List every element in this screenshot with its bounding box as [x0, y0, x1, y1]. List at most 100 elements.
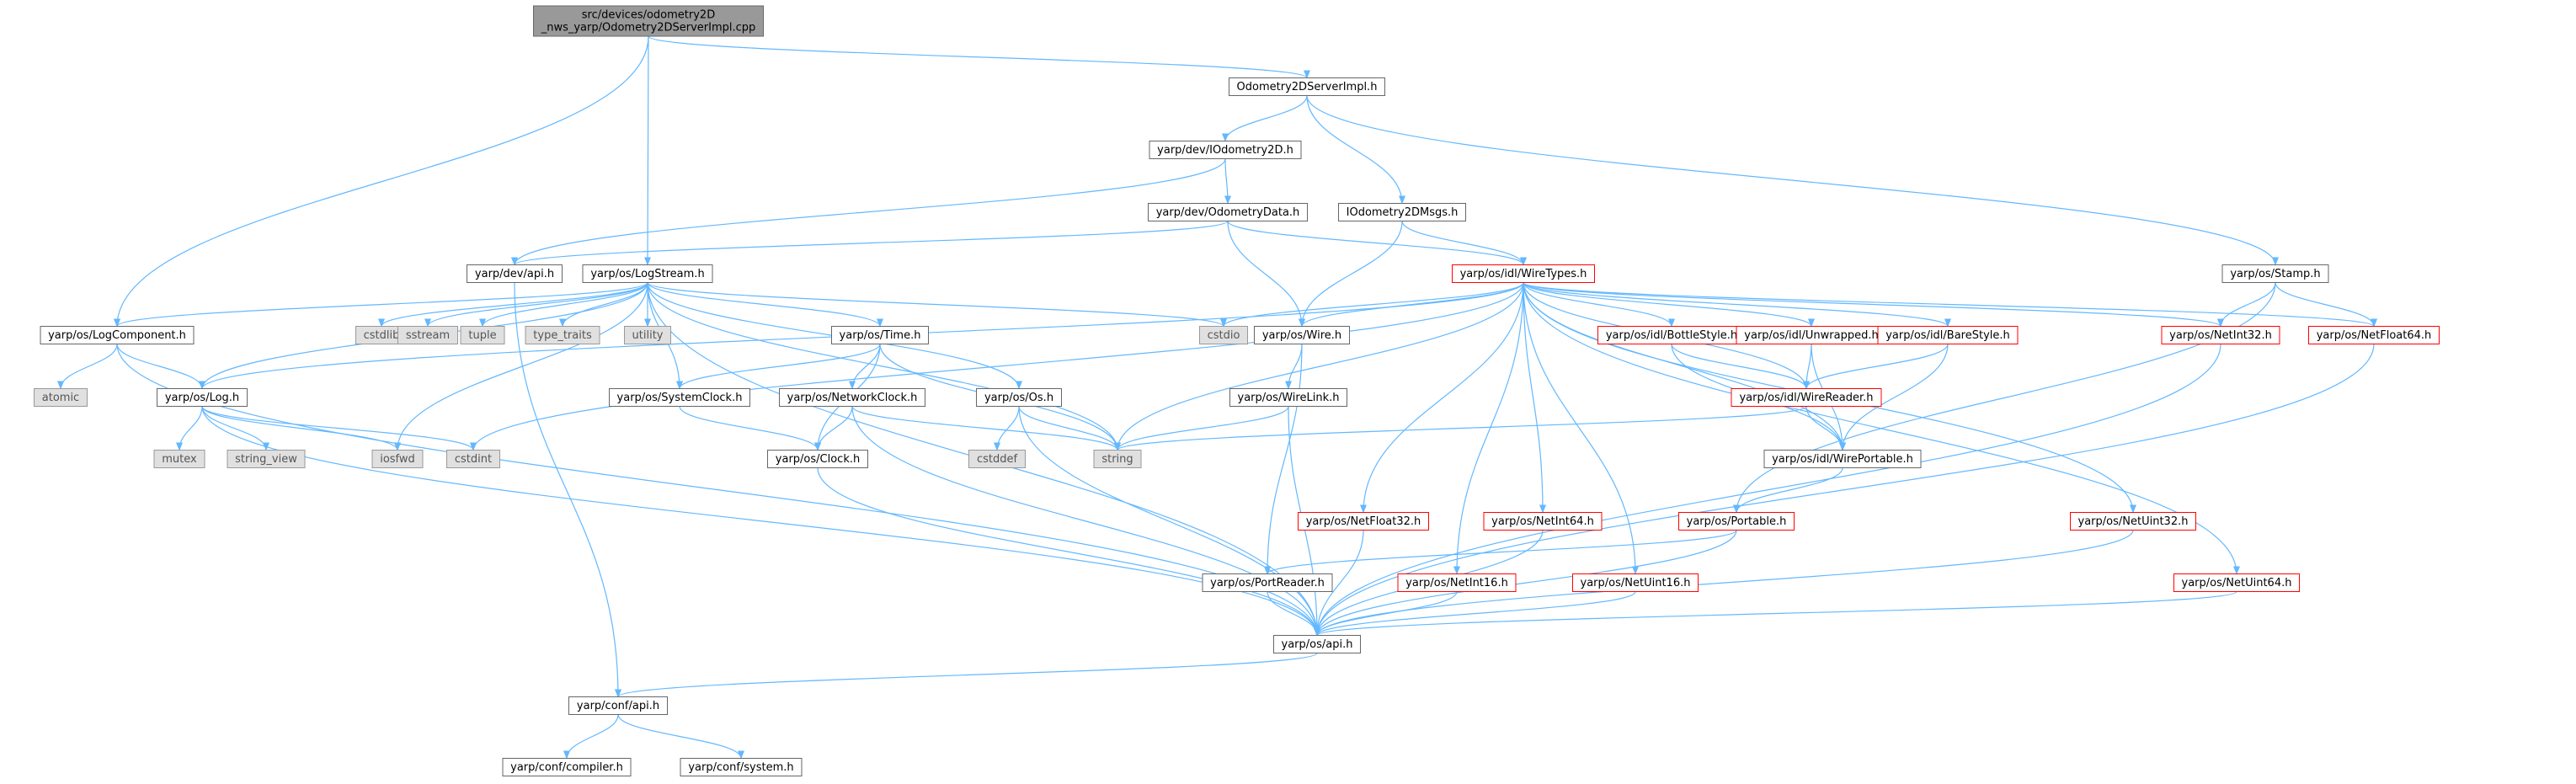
node-stringview[interactable]: string_view — [227, 450, 306, 468]
node-netint32[interactable]: yarp/os/NetInt32.h — [2161, 326, 2280, 344]
node-box — [1148, 203, 1308, 221]
node-typetraits[interactable]: type_traits — [525, 326, 600, 344]
node-label: yarp/os/NetFloat64.h — [2317, 329, 2432, 342]
node-portreader[interactable]: yarp/os/PortReader.h — [1202, 573, 1333, 592]
node-stamp[interactable]: yarp/os/Stamp.h — [2221, 264, 2329, 283]
node-cstdint[interactable]: cstdint — [446, 450, 500, 468]
edge-odata-to-wiretypes — [1227, 221, 1527, 266]
node-box — [568, 696, 668, 715]
node-cstdlib[interactable]: cstdlib — [355, 326, 408, 344]
node-netuint32[interactable]: yarp/os/NetUint32.h — [2070, 512, 2196, 531]
node-label: yarp/os/NetFloat32.h — [1306, 515, 1421, 528]
edge-logstream-to-typetraits — [559, 282, 648, 328]
node-devapi[interactable]: yarp/dev/api.h — [467, 264, 563, 283]
node-label: yarp/os/Wire.h — [1262, 329, 1341, 342]
edge-wiretypes-to-barestyle — [1523, 281, 1951, 328]
node-wire[interactable]: yarp/os/Wire.h — [1254, 326, 1350, 344]
node-logcomp[interactable]: yarp/os/LogComponent.h — [40, 326, 195, 344]
edge-netint16-to-osapi — [1314, 591, 1458, 637]
node-label: yarp/conf/compiler.h — [510, 761, 623, 774]
node-barestyle[interactable]: yarp/os/idl/BareStyle.h — [1877, 326, 2019, 344]
node-clock[interactable]: yarp/os/Clock.h — [767, 450, 868, 468]
node-label: string_view — [235, 453, 297, 466]
edge-line — [2217, 282, 2276, 328]
node-sysclock[interactable]: yarp/os/SystemClock.h — [609, 388, 750, 407]
edge-line — [394, 282, 648, 451]
node-cstddef[interactable]: cstddef — [968, 450, 1026, 468]
node-netint64[interactable]: yarp/os/NetInt64.h — [1483, 512, 1603, 531]
edge-wirereader-to-wireportable — [1805, 406, 1846, 451]
edge-line — [176, 406, 203, 451]
edge-log-to-cstdint — [201, 406, 477, 451]
edge-wiretypes-to-netint32 — [1523, 281, 2224, 328]
node-box — [976, 388, 1062, 407]
node-netfloat32[interactable]: yarp/os/NetFloat32.h — [1298, 512, 1429, 531]
node-label: yarp/dev/api.h — [475, 268, 554, 280]
node-wiretypes[interactable]: yarp/os/idl/WireTypes.h — [1452, 264, 1595, 283]
node-string[interactable]: string — [1093, 450, 1142, 468]
node-netfloat64[interactable]: yarp/os/NetFloat64.h — [2308, 326, 2440, 344]
node-iosfwd[interactable]: iosfwd — [371, 450, 424, 468]
edge-line — [1803, 344, 1949, 390]
node-label: yarp/os/api.h — [1282, 638, 1353, 651]
node-srvimpl[interactable]: Odometry2DServerImpl.h — [1229, 77, 1385, 96]
node-osapi[interactable]: yarp/os/api.h — [1273, 635, 1361, 653]
node-box — [609, 388, 750, 407]
node-atomic[interactable]: atomic — [34, 388, 88, 407]
node-mutex[interactable]: mutex — [153, 450, 205, 468]
node-label: yarp/conf/system.h — [688, 761, 793, 774]
node-label: yarp/os/NetInt64.h — [1491, 515, 1594, 528]
node-root[interactable]: src/devices/odometry2D_nws_yarp/Odometry… — [533, 5, 764, 37]
node-log[interactable]: yarp/os/Log.h — [157, 388, 248, 407]
node-label: yarp/dev/OdometryData.h — [1156, 206, 1300, 219]
node-compiler[interactable]: yarp/conf/compiler.h — [502, 758, 632, 776]
edge-wiretypes-to-netint16 — [1453, 282, 1524, 575]
edge-logstream-to-logcomp — [114, 281, 648, 328]
node-os[interactable]: yarp/os/Os.h — [976, 388, 1062, 407]
node-wirelink[interactable]: yarp/os/WireLink.h — [1229, 388, 1347, 407]
edge-line — [114, 35, 649, 328]
edge-line — [851, 406, 1320, 637]
edge-line — [1306, 95, 1405, 205]
node-time[interactable]: yarp/os/Time.h — [831, 326, 929, 344]
edge-line — [1018, 406, 1320, 637]
node-odata[interactable]: yarp/dev/OdometryData.h — [1148, 203, 1308, 221]
node-box — [40, 326, 195, 344]
edge-line — [1314, 344, 2221, 637]
node-system[interactable]: yarp/conf/system.h — [680, 758, 803, 776]
edge-sysclock-to-clock — [679, 406, 821, 451]
edge-line — [1314, 344, 2375, 637]
node-confapi[interactable]: yarp/conf/api.h — [568, 696, 668, 715]
node-iodo[interactable]: yarp/dev/IOdometry2D.h — [1149, 141, 1302, 159]
node-unwrapped[interactable]: yarp/os/idl/Unwrapped.h — [1736, 326, 1887, 344]
node-netuint64[interactable]: yarp/os/NetUint64.h — [2173, 573, 2300, 592]
node-netclock[interactable]: yarp/os/NetworkClock.h — [779, 388, 925, 407]
node-wirereader[interactable]: yarp/os/idl/WireReader.h — [1731, 388, 1882, 407]
node-netuint16[interactable]: yarp/os/NetUint16.h — [1572, 573, 1699, 592]
edge-wire-to-portreader — [1264, 344, 1303, 575]
node-box — [1877, 326, 2019, 344]
edge-netclock-to-osapi — [851, 406, 1320, 637]
edge-line — [1523, 282, 1675, 328]
node-cstdio[interactable]: cstdio — [1199, 326, 1248, 344]
node-wireportable[interactable]: yarp/os/idl/WirePortable.h — [1763, 450, 1922, 468]
node-box — [1229, 77, 1385, 96]
node-sstream[interactable]: sstream — [397, 326, 458, 344]
node-netint16[interactable]: yarp/os/NetInt16.h — [1397, 573, 1517, 592]
edge-time-to-netclock — [849, 344, 881, 390]
node-logstream[interactable]: yarp/os/LogStream.h — [582, 264, 713, 283]
edge-line — [116, 344, 1320, 637]
nodes-layer: src/devices/odometry2D_nws_yarp/Odometry… — [34, 5, 2440, 776]
node-tuple[interactable]: tuple — [460, 326, 505, 344]
node-bottlestyle[interactable]: yarp/os/idl/BottleStyle.h — [1597, 326, 1746, 344]
node-box — [371, 450, 424, 468]
node-box — [767, 450, 868, 468]
node-box — [34, 388, 88, 407]
node-portable[interactable]: yarp/os/Portable.h — [1678, 512, 1795, 531]
node-odmsgs[interactable]: IOdometry2DMsgs.h — [1338, 203, 1466, 221]
edge-line — [511, 158, 1226, 266]
edge-line — [2275, 282, 2377, 328]
node-utility[interactable]: utility — [624, 326, 671, 344]
node-box — [1149, 141, 1302, 159]
edge-wirereader-to-string — [1114, 405, 1807, 451]
